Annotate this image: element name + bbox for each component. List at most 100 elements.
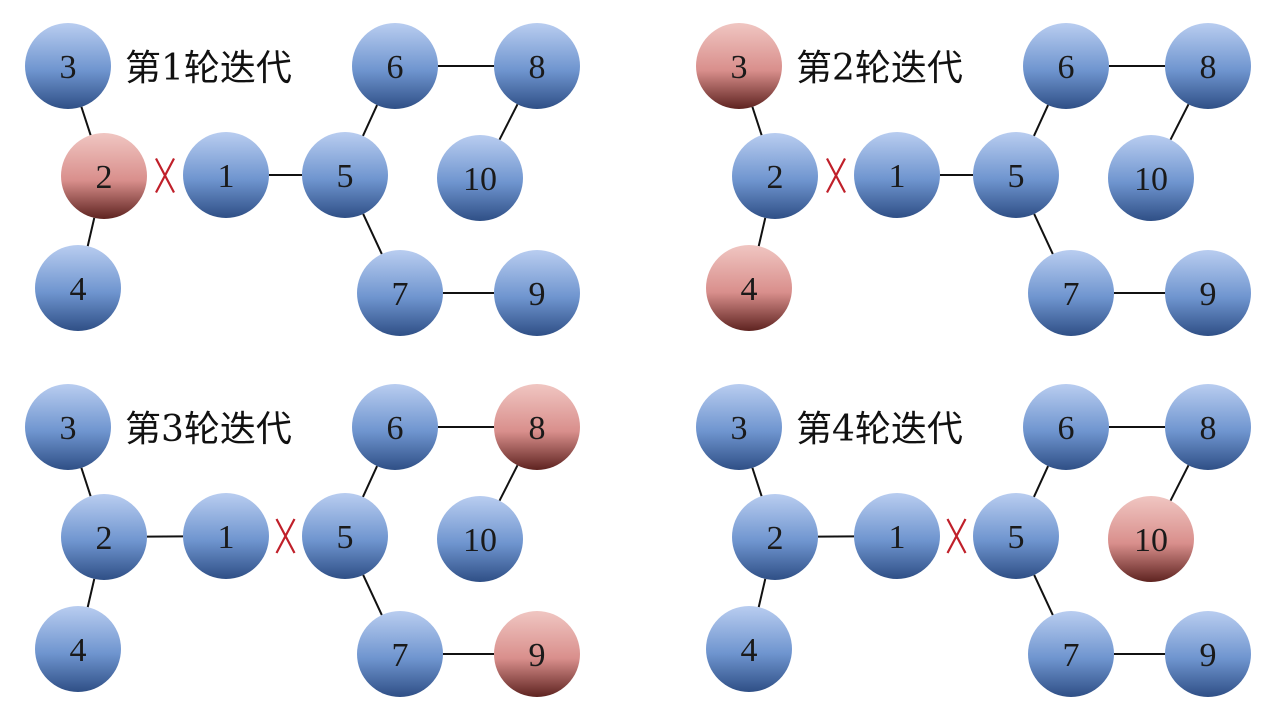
- node-label: 6: [1058, 49, 1075, 86]
- edge-5-7: [362, 213, 383, 255]
- edge-5-7: [1033, 213, 1054, 255]
- panel-title: 第1轮迭代: [125, 48, 292, 89]
- cut-mark: [155, 157, 175, 194]
- panel-title: 第4轮迭代: [796, 409, 963, 450]
- node-label: 8: [529, 49, 546, 86]
- node-5: 5: [302, 132, 388, 218]
- node-6: 6: [1023, 23, 1109, 109]
- node-label: 9: [529, 637, 546, 674]
- edge-2-4: [757, 578, 767, 608]
- edge-8-10: [498, 464, 519, 502]
- edge-3-2: [751, 467, 763, 497]
- node-label: 5: [337, 158, 354, 195]
- node-label: 2: [96, 520, 113, 557]
- node-5: 5: [302, 493, 388, 579]
- edge-5-6: [1033, 465, 1049, 498]
- node-label: 10: [1134, 522, 1168, 559]
- node-10: 10: [437, 496, 523, 582]
- node-7: 7: [1028, 250, 1114, 336]
- node-6: 6: [352, 384, 438, 470]
- node-5: 5: [973, 493, 1059, 579]
- node-label: 5: [337, 519, 354, 556]
- node-2: 2: [61, 494, 147, 580]
- panel-title: 第2轮迭代: [796, 48, 963, 89]
- node-label: 1: [889, 158, 906, 195]
- node-6: 6: [352, 23, 438, 109]
- node-8: 8: [494, 23, 580, 109]
- node-9: 9: [494, 250, 580, 336]
- node-label: 5: [1008, 519, 1025, 556]
- node-10: 10: [437, 135, 523, 221]
- node-label: 4: [70, 271, 87, 308]
- edge-3-2: [80, 106, 92, 136]
- edge-5-6: [362, 104, 378, 137]
- node-8: 8: [1165, 23, 1251, 109]
- node-label: 3: [60, 410, 77, 447]
- node-10: 10: [1108, 135, 1194, 221]
- edge-3-2: [80, 467, 92, 497]
- node-8-highlighted: 8: [494, 384, 580, 470]
- node-3: 3: [696, 384, 782, 470]
- node-label: 7: [1063, 637, 1080, 674]
- node-7: 7: [357, 611, 443, 697]
- edge-8-10: [1169, 103, 1190, 141]
- node-label: 6: [387, 49, 404, 86]
- node-label: 1: [218, 519, 235, 556]
- node-4: 4: [706, 606, 792, 692]
- node-label: 4: [741, 271, 758, 308]
- node-4-highlighted: 4: [706, 245, 792, 331]
- node-9: 9: [1165, 250, 1251, 336]
- node-1: 1: [854, 132, 940, 218]
- cut-mark: [275, 518, 296, 554]
- panel-title: 第3轮迭代: [125, 409, 292, 450]
- node-label: 4: [741, 632, 758, 669]
- node-4: 4: [35, 606, 121, 692]
- node-3: 3: [25, 23, 111, 109]
- edge-2-4: [86, 578, 96, 608]
- node-label: 7: [392, 637, 409, 674]
- node-label: 10: [1134, 161, 1168, 198]
- node-label: 10: [463, 161, 497, 198]
- node-label: 9: [1200, 276, 1217, 313]
- node-label: 9: [529, 276, 546, 313]
- node-label: 2: [767, 520, 784, 557]
- node-9: 9: [1165, 611, 1251, 697]
- edge-2-4: [757, 217, 767, 247]
- panel-3: 第3轮迭代 1 2 3 4 5 6 7 8 9 10: [25, 384, 580, 697]
- node-10-highlighted: 10: [1108, 496, 1194, 582]
- node-1: 1: [183, 493, 269, 579]
- node-label: 6: [387, 410, 404, 447]
- node-2: 2: [732, 133, 818, 219]
- node-8: 8: [1165, 384, 1251, 470]
- node-label: 7: [392, 276, 409, 313]
- node-7: 7: [1028, 611, 1114, 697]
- node-label: 6: [1058, 410, 1075, 447]
- node-label: 3: [731, 49, 748, 86]
- edge-5-6: [362, 465, 378, 498]
- node-9-highlighted: 9: [494, 611, 580, 697]
- node-2: 2: [732, 494, 818, 580]
- node-label: 8: [1200, 410, 1217, 447]
- edge-2-4: [86, 217, 96, 247]
- node-4: 4: [35, 245, 121, 331]
- node-7: 7: [357, 250, 443, 336]
- node-label: 8: [1200, 49, 1217, 86]
- node-label: 9: [1200, 637, 1217, 674]
- node-label: 8: [529, 410, 546, 447]
- cut-mark: [946, 518, 967, 554]
- node-1: 1: [183, 132, 269, 218]
- panel-1: 第1轮迭代 1 2 3 4 5 6 7 8 9 10: [25, 23, 580, 336]
- node-label: 7: [1063, 276, 1080, 313]
- edge-3-2: [751, 106, 763, 136]
- node-label: 3: [731, 410, 748, 447]
- edge-8-10: [1169, 464, 1190, 502]
- node-label: 5: [1008, 158, 1025, 195]
- edge-5-7: [362, 574, 383, 616]
- panel-2: 第2轮迭代 1 2 3 4 5 6 7 8 9 10: [696, 23, 1251, 336]
- node-label: 4: [70, 632, 87, 669]
- node-3-highlighted: 3: [696, 23, 782, 109]
- node-label: 3: [60, 49, 77, 86]
- node-label: 2: [96, 159, 113, 196]
